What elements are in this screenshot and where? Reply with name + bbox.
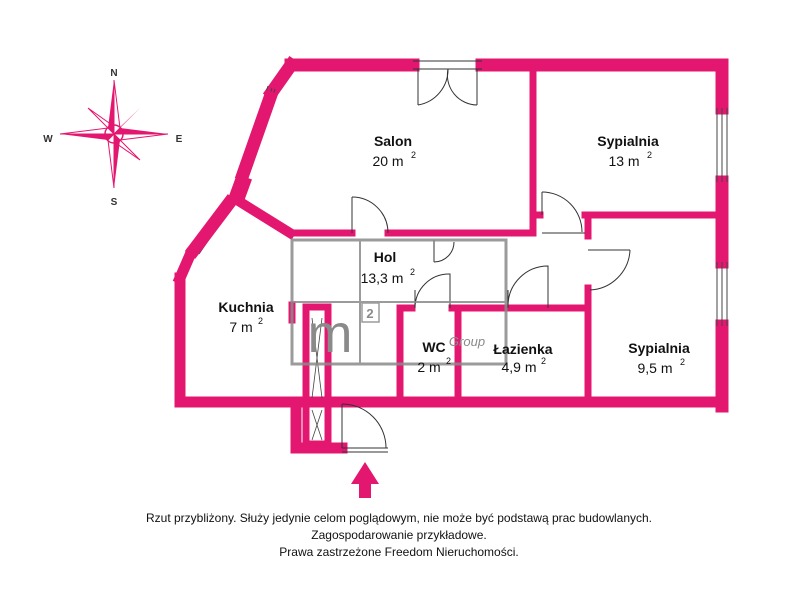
compass-south-label: S (111, 197, 118, 208)
room-label-wc: WC 2 m 2 (417, 339, 451, 375)
room-area-sypialnia-2: 9,5 m (637, 360, 672, 376)
room-area-exp-kuchnia: 2 (258, 316, 263, 326)
watermark-number: 2 (366, 306, 373, 321)
room-label-salon: Salon 20 m 2 (372, 133, 416, 169)
exterior-walls (172, 55, 729, 454)
room-area-salon: 20 m (372, 153, 403, 169)
room-area-exp-sypialnia-2: 2 (680, 357, 685, 367)
room-label-lazienka: Łazienka 4,9 m 2 (493, 341, 552, 375)
compass-west-label: W (43, 134, 53, 145)
entrance-arrow-icon (351, 462, 379, 498)
disclaimer-line-3: Prawa zastrzeżone Freedom Nieruchomości. (279, 545, 519, 559)
room-area-sypialnia-1: 13 m (608, 153, 639, 169)
compass-rose (59, 79, 169, 189)
ventilation-shaft (306, 317, 328, 441)
room-name-kuchnia: Kuchnia (218, 299, 273, 315)
interior-walls (230, 64, 722, 448)
room-area-kuchnia: 7 m (229, 319, 252, 335)
doors (341, 60, 631, 453)
room-name-lazienka: Łazienka (493, 341, 552, 357)
disclaimer-line-2: Zagospodarowanie przykładowe. (311, 528, 487, 542)
room-label-kuchnia: Kuchnia 7 m 2 (218, 299, 273, 335)
room-area-wc: 2 m (417, 359, 440, 375)
room-name-wc: WC (422, 339, 445, 355)
room-area-exp-lazienka: 2 (541, 356, 546, 366)
room-area-hol: 13,3 m (361, 270, 404, 286)
windows (192, 85, 728, 326)
compass-east-label: E (176, 134, 183, 145)
room-area-exp-hol: 2 (410, 267, 415, 277)
diagonal-walls (184, 89, 279, 259)
compass-north-label: N (110, 68, 117, 79)
room-name-salon: Salon (374, 133, 412, 149)
room-label-sypialnia-1: Sypialnia 13 m 2 (597, 133, 659, 169)
disclaimer-line-1: Rzut przybliżony. Służy jedynie celom po… (145, 511, 653, 525)
room-name-hol: Hol (374, 249, 397, 265)
watermark (290, 238, 508, 366)
room-name-sypialnia-2: Sypialnia (628, 340, 690, 356)
room-name-sypialnia-1: Sypialnia (597, 133, 659, 149)
room-area-exp-salon: 2 (411, 150, 416, 160)
room-label-hol: Hol 13,3 m 2 (361, 249, 415, 286)
watermark-word: Group (449, 334, 485, 349)
room-area-exp-sypialnia-1: 2 (647, 150, 652, 160)
room-label-sypialnia-2: Sypialnia 9,5 m 2 (628, 340, 690, 376)
disclaimer: Rzut przybliżony. Służy jedynie celom po… (0, 510, 798, 561)
watermark-letter: m (308, 304, 353, 364)
room-area-exp-wc: 2 (446, 356, 451, 366)
room-area-lazienka: 4,9 m (501, 359, 536, 375)
